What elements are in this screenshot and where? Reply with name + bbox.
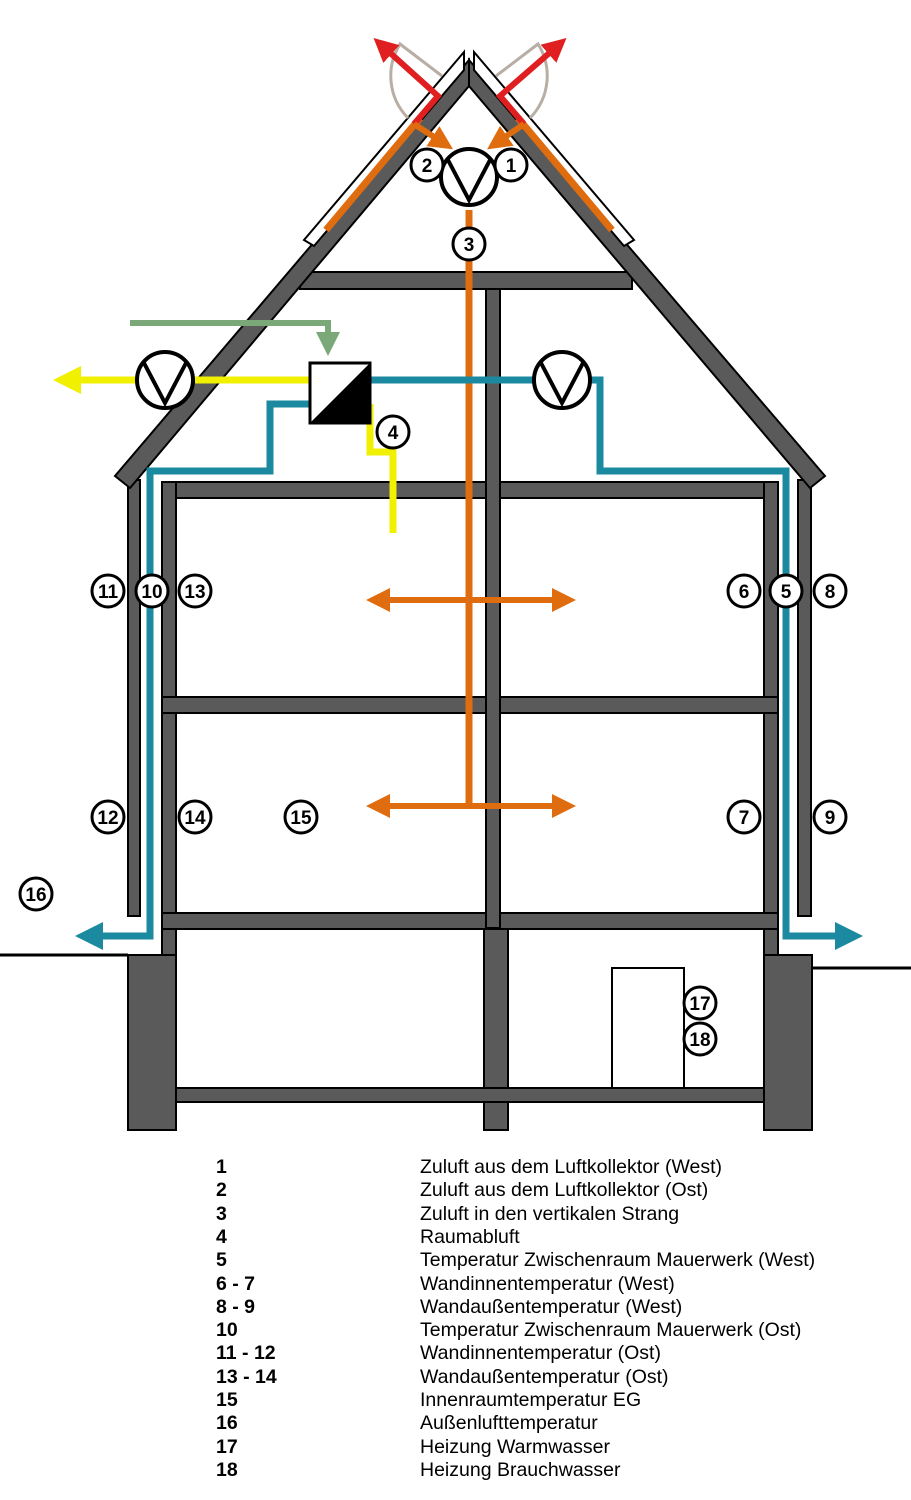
sensor-marker-4: 4 (375, 414, 411, 450)
sensor-marker-9: 9 (812, 799, 848, 835)
legend-number: 17 (216, 1435, 238, 1458)
fresh-air-duct (130, 320, 340, 356)
legend-description: Wandaußentemperatur (West) (420, 1295, 683, 1318)
sensor-marker-8: 8 (812, 573, 848, 609)
sensor-marker-label: 7 (739, 808, 750, 829)
sensor-marker-1: 1 (493, 147, 529, 183)
legend-row: 18 Heizung Brauchwasser (0, 1459, 911, 1482)
sensor-marker-5: 5 (768, 573, 804, 609)
supply-fan-icon (532, 350, 592, 410)
legend-number: 2 (216, 1179, 227, 1202)
sensor-marker-18: 18 (682, 1021, 718, 1057)
heat-exchanger (308, 361, 372, 425)
sensor-marker-11: 11 (90, 573, 126, 609)
sensor-marker-3: 3 (451, 226, 487, 262)
sensor-marker-label: 2 (422, 156, 433, 177)
legend-row: 10 Temperatur Zwischenraum Mauerwerk (Ost… (0, 1319, 911, 1342)
sensor-marker-13: 13 (177, 573, 213, 609)
legend-number: 18 (216, 1458, 238, 1481)
sensor-marker-12: 12 (90, 799, 126, 835)
legend-row: 15 Innenraumtemperatur EG (0, 1389, 911, 1412)
legend-number: 1 (216, 1156, 227, 1178)
sensor-marker-label: 9 (825, 808, 836, 829)
legend-number: 16 (216, 1412, 238, 1435)
legend-row: 2 Zuluft aus dem Luftkollektor (Ost) (0, 1179, 911, 1202)
cavity-duct-east (75, 400, 310, 950)
legend-number: 5 (216, 1249, 227, 1272)
air-collector-right (473, 49, 636, 248)
legend-description: Zuluft aus dem Luftkollektor (West) (420, 1156, 723, 1178)
sensor-marker-7: 7 (726, 799, 762, 835)
legend-row: 17 Heizung Warmwasser (0, 1436, 911, 1459)
sensor-marker-label: 10 (141, 582, 162, 603)
exhaust-arrow-west (373, 37, 443, 126)
legend-description: Außenlufttemperatur (420, 1412, 598, 1435)
legend-row: 8 - 9 Wandaußentemperatur (West) (0, 1296, 911, 1319)
legend-number: 6 - 7 (216, 1272, 256, 1295)
sensor-marker-label: 11 (98, 582, 119, 603)
legend-row: 3 Zuluft in den vertikalen Strang (0, 1203, 911, 1226)
legend-description: Temperatur Zwischenraum Mauerwerk (West) (420, 1249, 816, 1272)
sensor-marker-label: 5 (781, 582, 792, 603)
sensor-marker-label: 1 (506, 156, 517, 177)
sensor-marker-15: 15 (283, 799, 319, 835)
legend-description: Wandaußentemperatur (Ost) (420, 1365, 669, 1388)
legend-row: 1 Zuluft aus dem Luftkollektor (West) (0, 1156, 911, 1179)
sensor-marker-label: 17 (689, 994, 710, 1015)
sensor-marker-label: 12 (97, 808, 118, 829)
legend-number: 8 - 9 (216, 1295, 256, 1318)
room-extract-duct (366, 404, 397, 533)
sensor-marker-label: 6 (739, 582, 750, 603)
sensor-marker-10: 10 (134, 573, 170, 609)
sensor-marker-16: 16 (18, 876, 54, 912)
legend-row: 16 Außenlufttemperatur (0, 1412, 911, 1435)
sensor-marker-label: 14 (184, 808, 206, 829)
heating-unit (611, 967, 685, 1089)
sensor-marker-2: 2 (409, 147, 445, 183)
legend-description: Heizung Brauchwasser (420, 1458, 621, 1481)
legend-row: 11 - 12 Wandinnentemperatur (Ost) (0, 1342, 911, 1365)
basement (127, 926, 813, 1131)
air-collector-left (302, 49, 465, 248)
sensor-marker-label: 4 (388, 423, 399, 444)
sensor-marker-14: 14 (177, 799, 213, 835)
legend-row: 4 Raumabluft (0, 1226, 911, 1249)
legend-number: 11 - 12 (216, 1342, 276, 1365)
sensor-marker-label: 18 (689, 1030, 710, 1051)
legend-description: Raumabluft (420, 1225, 520, 1248)
legend-description: Temperatur Zwischenraum Mauerwerk (Ost) (420, 1319, 802, 1342)
legend-description: Heizung Warmwasser (420, 1435, 610, 1458)
sensor-marker-6: 6 (726, 573, 762, 609)
legend-number: 15 (216, 1389, 238, 1411)
legend-description: Zuluft in den vertikalen Strang (420, 1202, 680, 1225)
exhaust-arrow-east (495, 38, 567, 126)
legend-row: 13 - 14 Wandaußentemperatur (Ost) (0, 1366, 911, 1389)
supply-arrow-west (487, 121, 526, 150)
legend-number: 13 - 14 (216, 1365, 277, 1388)
sensor-marker-label: 3 (464, 235, 475, 256)
legend-number: 4 (216, 1225, 227, 1248)
legend-description: Wandinnentemperatur (West) (420, 1272, 675, 1295)
cavity-duct-west (370, 376, 863, 950)
legend-description: Wandinnentemperatur (Ost) (420, 1342, 661, 1365)
inner-structure (161, 271, 779, 956)
legend-description: Innenraumtemperatur EG (420, 1389, 642, 1411)
legend-number: 10 (216, 1319, 238, 1342)
supply-arrow-east (412, 121, 454, 150)
sensor-marker-label: 16 (25, 885, 46, 906)
sensor-marker-label: 8 (825, 582, 836, 603)
legend-description: Zuluft aus dem Luftkollektor (Ost) (420, 1179, 709, 1202)
sensor-marker-label: 13 (184, 582, 205, 603)
legend-row: 6 - 7 Wandinnentemperatur (West) (0, 1273, 911, 1296)
roof-supply-fan-icon (439, 147, 499, 207)
collector-sash-right (495, 41, 549, 120)
sensor-marker-label: 15 (290, 808, 312, 829)
sensor-marker-17: 17 (682, 985, 718, 1021)
legend-number: 3 (216, 1202, 227, 1225)
legend-row: 5 Temperatur Zwischenraum Mauerwerk (West… (0, 1249, 911, 1272)
exhaust-fan-icon (135, 350, 195, 410)
